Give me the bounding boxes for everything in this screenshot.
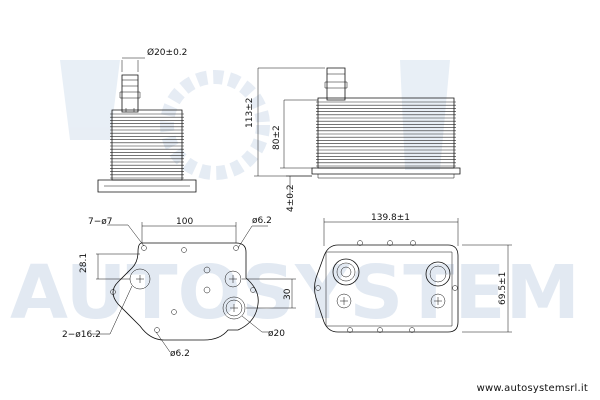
width-695-dim: 69.5±1 — [498, 272, 508, 305]
nozzle-diameter-dim: Ø20±0.2 — [147, 47, 187, 58]
holes-162-dim: 2−ø16.2 — [62, 330, 101, 340]
website-url: www.autosystemsrl.it — [476, 383, 588, 394]
port-20-dim: ø20 — [268, 329, 285, 339]
watermark: AUTOSYSTEM — [10, 60, 580, 336]
hole-pitch-dim: 100 — [176, 217, 193, 227]
hole-62-top-dim: ø6.2 — [252, 216, 272, 226]
watermark-text: AUTOSYSTEM — [10, 250, 580, 336]
side-view-right: 113±2 80±2 4±0.2 — [245, 67, 461, 212]
hole-62-bottom-dim: ø6.2 — [170, 349, 190, 359]
holes-7-dim: 7−ø7 — [88, 217, 113, 227]
base-height-dim: 4±0.2 — [286, 184, 296, 212]
body-height-dim: 80±2 — [272, 125, 282, 150]
side-view-left: Ø20±0.2 — [97, 47, 197, 193]
length-1398-dim: 139.8±1 — [371, 213, 410, 223]
dist-281-dim: 28.1 — [79, 253, 89, 273]
dist-30-dim: 30 — [283, 288, 293, 300]
total-height-dim: 113±2 — [245, 98, 255, 128]
flange-view: 100 7−ø7 ø6.2 28.1 30 2−ø16.2 ø6.2 ø20 — [62, 216, 296, 359]
top-view: 139.8±1 69.5±1 — [314, 213, 512, 333]
